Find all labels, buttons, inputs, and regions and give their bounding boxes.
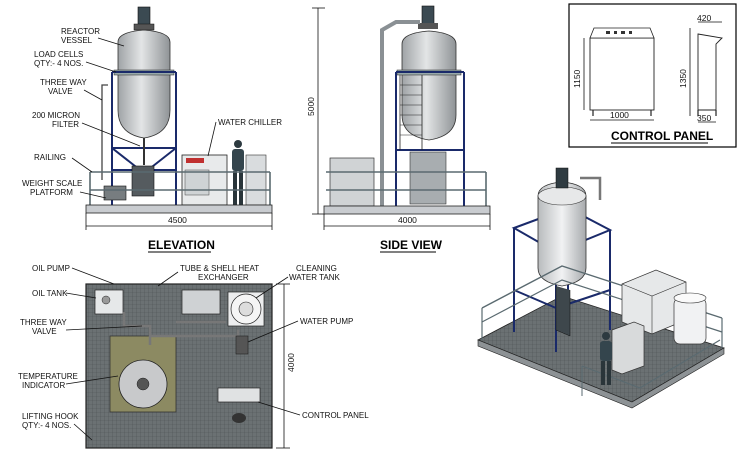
label-reactor-vessel-2: VESSEL bbox=[61, 36, 93, 45]
label-water-pump: WATER PUMP bbox=[300, 317, 353, 326]
cp-dim-height-body: 1150 bbox=[572, 69, 582, 88]
cp-dim-width: 1000 bbox=[610, 110, 629, 120]
plan-heat-exchanger bbox=[181, 289, 221, 315]
cp-dim-height-total: 1350 bbox=[678, 69, 688, 88]
label-heat-exchanger-1: TUBE & SHELL HEAT bbox=[180, 264, 259, 273]
cp-dim-depth-top: 420 bbox=[697, 13, 711, 23]
label-plan-control-panel: CONTROL PANEL bbox=[302, 411, 369, 420]
label-reactor-vessel-1: REACTOR bbox=[61, 27, 100, 36]
elevation-view: 4500 ELEVATION REACTOR VESSEL LOAD CELLS… bbox=[22, 6, 282, 253]
side-view: 5000 bbox=[306, 5, 491, 253]
iso-cleaning-tank bbox=[673, 297, 707, 345]
side-height-dimension: 5000 bbox=[306, 97, 316, 116]
elevation-width-dimension: 4500 bbox=[168, 215, 187, 225]
plan-water-pump bbox=[235, 335, 249, 355]
label-three-way-valve-1: THREE WAY bbox=[40, 78, 87, 87]
label-three-way-valve-2: VALVE bbox=[48, 87, 73, 96]
label-plan-three-way-valve-2: VALVE bbox=[32, 327, 57, 336]
control-panel-title: CONTROL PANEL bbox=[611, 129, 713, 143]
label-cleaning-tank-1: CLEANING bbox=[296, 264, 337, 273]
agitator-motor bbox=[137, 6, 151, 26]
reactor-vessel bbox=[117, 29, 171, 139]
plan-control-panel bbox=[217, 387, 261, 403]
side-width-dimension: 4000 bbox=[398, 215, 417, 225]
iso-operator-figure bbox=[600, 332, 612, 385]
label-railing: RAILING bbox=[34, 153, 66, 162]
label-oil-tank: OIL TANK bbox=[32, 289, 68, 298]
iso-control-panel bbox=[611, 321, 645, 375]
label-oil-pump: OIL PUMP bbox=[32, 264, 70, 273]
label-plan-three-way-valve-1: THREE WAY bbox=[20, 318, 67, 327]
operator-figure bbox=[232, 140, 244, 205]
elevation-title: ELEVATION bbox=[148, 238, 215, 252]
label-cleaning-tank-2: WATER TANK bbox=[289, 273, 340, 282]
control-panel-front bbox=[589, 37, 655, 111]
label-weight-scale-1: WEIGHT SCALE bbox=[22, 179, 82, 188]
label-filter-2: FILTER bbox=[52, 120, 79, 129]
cp-dim-depth-bottom: 350 bbox=[697, 113, 711, 123]
label-lifting-hook-1: LIFTING HOOK bbox=[22, 412, 79, 421]
plan-view: 4000 OIL PUMP OIL TANK THREE WAY VALVE T… bbox=[18, 264, 369, 449]
side-ladder bbox=[395, 71, 465, 210]
label-load-cells-1: LOAD CELLS bbox=[34, 50, 83, 59]
label-heat-exchanger-2: EXCHANGER bbox=[198, 273, 249, 282]
side-reactor-vessel bbox=[401, 30, 457, 141]
isometric-view bbox=[477, 167, 725, 409]
side-view-title: SIDE VIEW bbox=[380, 238, 443, 252]
label-load-cells-2: QTY:- 4 NOS. bbox=[34, 59, 83, 68]
elevation-railing bbox=[89, 171, 271, 205]
control-panel-detail: 1150 1000 1350 420 350 CONTROL PANEL bbox=[568, 3, 737, 148]
label-water-chiller: WATER CHILLER bbox=[218, 118, 282, 127]
label-temperature-2: INDICATOR bbox=[22, 381, 65, 390]
label-filter-1: 200 MICRON bbox=[32, 111, 80, 120]
plan-height-dimension: 4000 bbox=[286, 353, 296, 372]
control-panel-side bbox=[697, 33, 723, 111]
elevation-base-frame bbox=[85, 204, 273, 214]
label-lifting-hook-2: QTY:- 4 NOS. bbox=[22, 421, 71, 430]
iso-reactor-vessel bbox=[537, 181, 587, 287]
side-railing bbox=[326, 171, 487, 210]
label-temperature-1: TEMPERATURE bbox=[18, 372, 78, 381]
side-base-frame bbox=[323, 205, 491, 215]
label-weight-scale-2: PLATFORM bbox=[30, 188, 73, 197]
